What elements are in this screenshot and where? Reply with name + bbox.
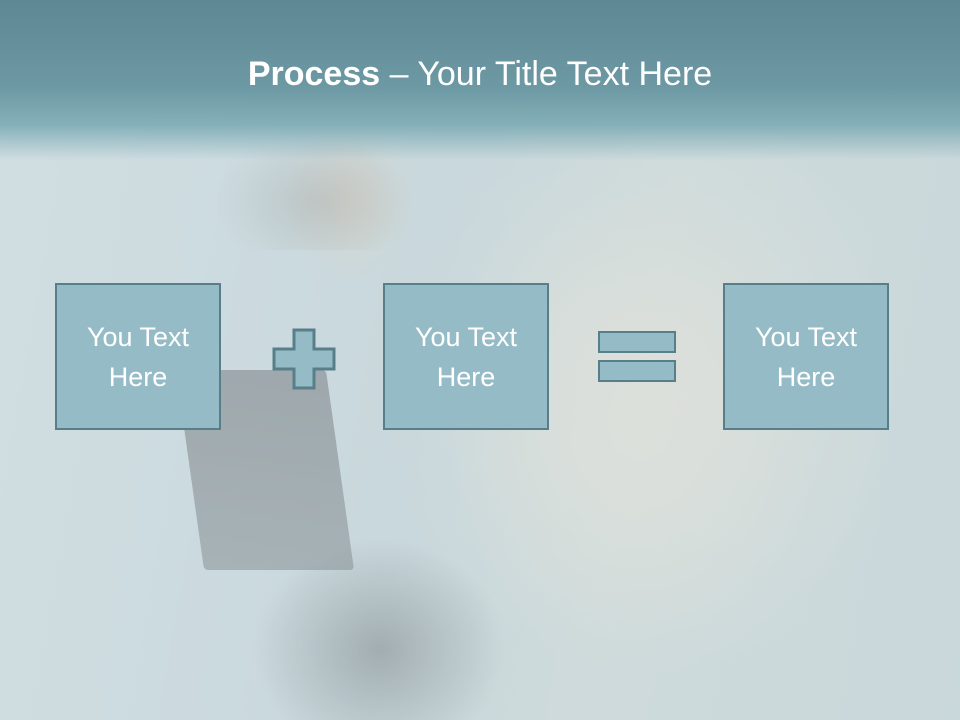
- process-box-1-text: You Text Here: [86, 321, 190, 392]
- equals-bar-top: [598, 331, 676, 353]
- process-box-1: You Text Here: [55, 283, 221, 430]
- title-band: [0, 0, 960, 160]
- slide-title-bold: Process: [247, 55, 381, 93]
- plus-icon: [272, 328, 336, 390]
- process-box-2: You Text Here: [383, 283, 549, 430]
- process-box-3-text: You Text Here: [754, 321, 858, 392]
- process-box-3: You Text Here: [723, 283, 889, 430]
- process-box-2-text: You Text Here: [414, 321, 518, 392]
- equals-bar-bottom: [598, 360, 676, 382]
- slide-title-rest: – Your Title Text Here: [380, 55, 713, 93]
- slide-title: Process – Your Title Text Here: [0, 50, 960, 98]
